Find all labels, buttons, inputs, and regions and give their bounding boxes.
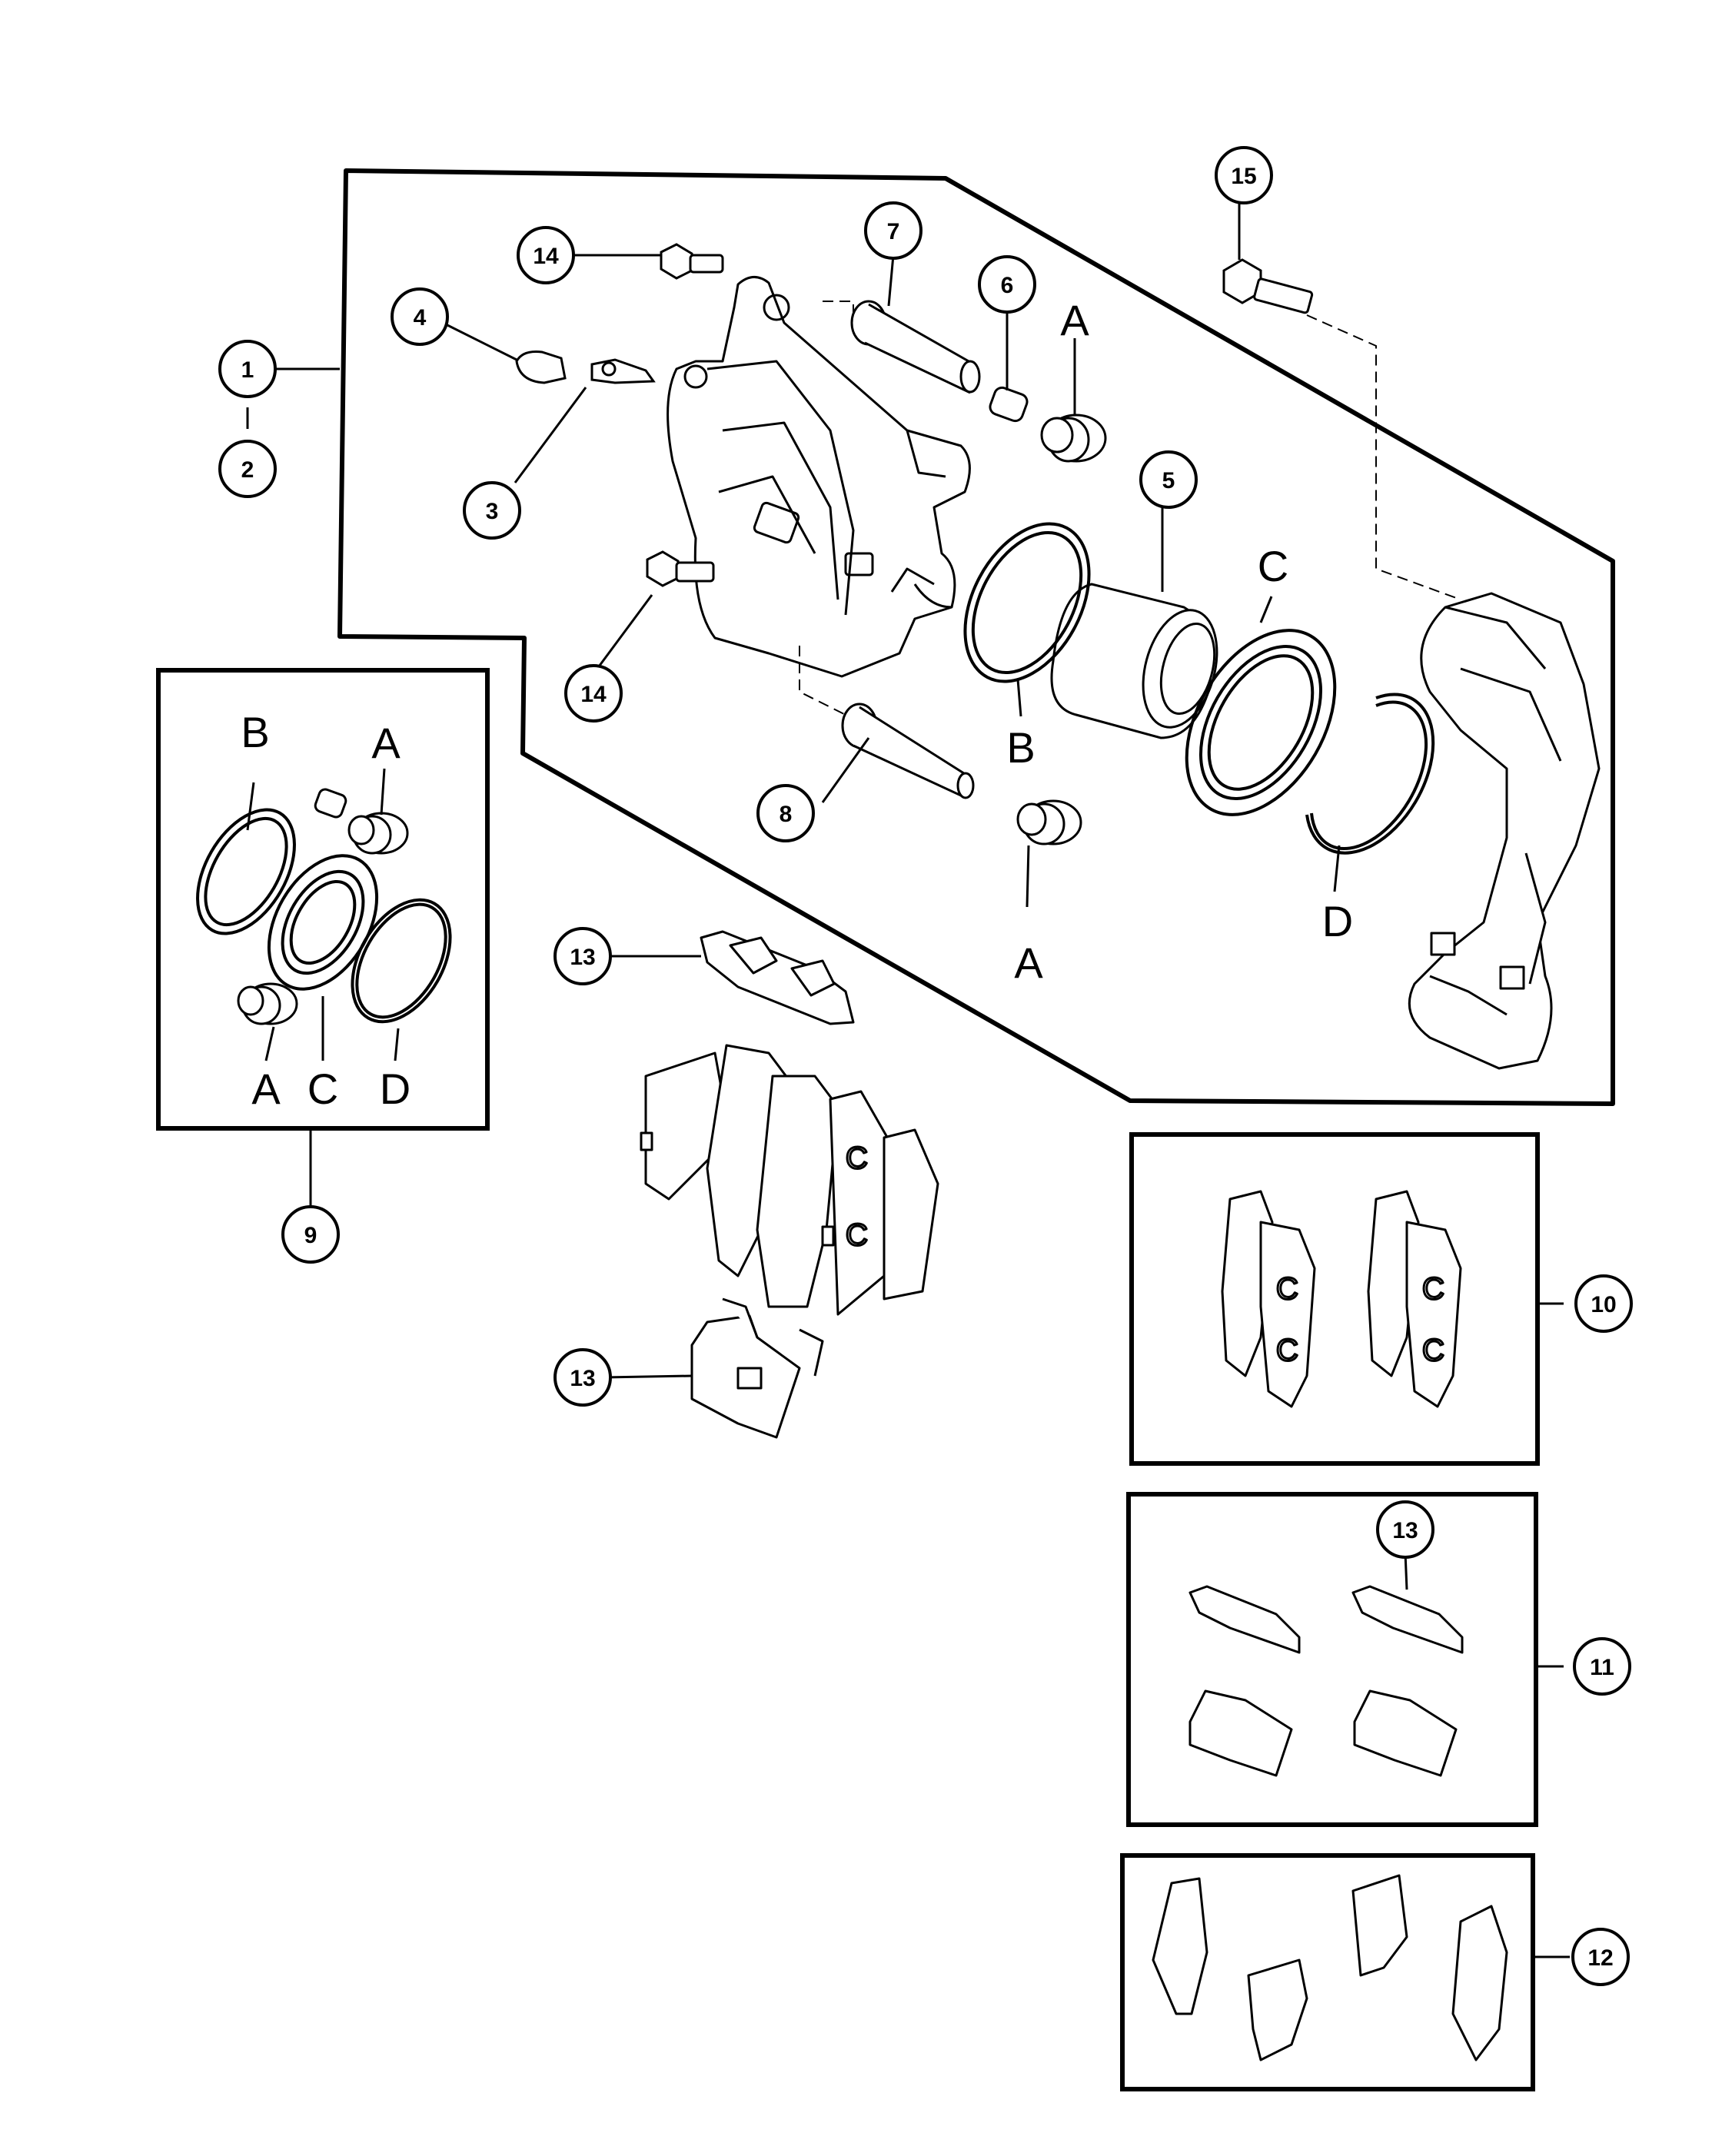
shim-kit-contents: [1152, 1874, 1508, 2061]
mounting-bolt-14-top: [660, 243, 724, 280]
letter-labels: A A B C D B A A C D: [241, 296, 1353, 1113]
label-d: D: [1322, 897, 1353, 945]
callout-7: 7: [887, 219, 900, 244]
callout-10: 10: [1591, 1292, 1616, 1317]
svg-text:C: C: [1422, 1334, 1444, 1367]
callout-3: 3: [486, 499, 499, 524]
svg-text:C: C: [1276, 1334, 1298, 1367]
callout-12: 12: [1587, 1945, 1613, 1971]
guide-pin-7: [850, 300, 981, 394]
svg-text:C: C: [846, 1218, 868, 1252]
callout-6: 6: [1001, 273, 1014, 298]
callout-9: 9: [304, 1223, 317, 1248]
caliper-housing: [667, 276, 971, 678]
clip-kit-contents: [1188, 1585, 1464, 1777]
shim-kit-box: [1120, 1853, 1535, 2091]
dashed-guide-lines: [799, 301, 1461, 716]
pads-exploded: C C: [640, 1044, 939, 1316]
kit-boot-a-bottom: [237, 982, 298, 1025]
guide-pin-8: [841, 703, 975, 799]
kit-label-a-bottom: A: [251, 1065, 281, 1113]
label-b: B: [1006, 723, 1035, 772]
anti-rattle-clip-top: [700, 930, 855, 1025]
boot-a-bottom: [1016, 799, 1082, 845]
seal-b: [963, 522, 1091, 683]
callout-13-bottom: 13: [570, 1366, 595, 1391]
retaining-ring-d: [1305, 693, 1435, 855]
mounting-bolt-15: [1222, 258, 1314, 314]
svg-text:C: C: [846, 1141, 868, 1175]
callout-8: 8: [780, 802, 793, 827]
label-a-top: A: [1060, 296, 1089, 344]
callout-labels: 1 2 3 4 5 6 7 8 9 10 11 12 13 13 13 14 1…: [241, 164, 1617, 1971]
callout-circles: [218, 146, 1633, 1986]
kit-boot-a-top: [347, 812, 409, 855]
caliper-bracket: [1408, 592, 1601, 1070]
callout-13-kit: 13: [1392, 1518, 1418, 1543]
callout-4: 4: [414, 305, 427, 331]
pad-set-box: [1129, 1132, 1540, 1466]
mounting-bolt-14-bottom: [646, 550, 715, 587]
kit-boot-c: [267, 854, 379, 991]
callout-14-top: 14: [533, 244, 559, 269]
kit-label-d: D: [380, 1065, 411, 1113]
callout-13-top: 13: [570, 945, 595, 970]
dust-boot-c: [1185, 629, 1337, 816]
kit-label-a-top: A: [371, 719, 401, 767]
label-c: C: [1258, 542, 1288, 590]
callout-11: 11: [1590, 1655, 1614, 1680]
svg-text:C: C: [1422, 1272, 1444, 1306]
kit-ring-d: [351, 898, 452, 1024]
kit-label-c: C: [308, 1065, 338, 1113]
piston: [1050, 583, 1218, 739]
svg-text:C: C: [1276, 1272, 1298, 1306]
boot-a-top: [1040, 414, 1107, 463]
callout-2: 2: [241, 457, 254, 483]
callout-15: 15: [1231, 164, 1256, 189]
callout-1: 1: [241, 357, 254, 383]
kit-sleeve: [314, 788, 347, 819]
callout-14-bottom: 14: [580, 682, 607, 707]
clip-kit-box: [1126, 1492, 1538, 1827]
kit-seal-b: [196, 808, 296, 935]
anti-rattle-clip-bottom: [690, 1297, 824, 1439]
label-a-bottom: A: [1014, 938, 1043, 987]
caliper-assembly-boundary: [337, 168, 1615, 1106]
bleeder-screw: [590, 358, 656, 384]
sleeve-6: [989, 386, 1029, 423]
callout-5: 5: [1162, 468, 1175, 493]
kit-label-b: B: [241, 708, 269, 756]
pad-set-left: C C: [1221, 1190, 1316, 1408]
seal-kit-box: [156, 668, 490, 1131]
bleeder-cap: [515, 350, 567, 384]
pad-set-right: C C: [1367, 1190, 1462, 1408]
